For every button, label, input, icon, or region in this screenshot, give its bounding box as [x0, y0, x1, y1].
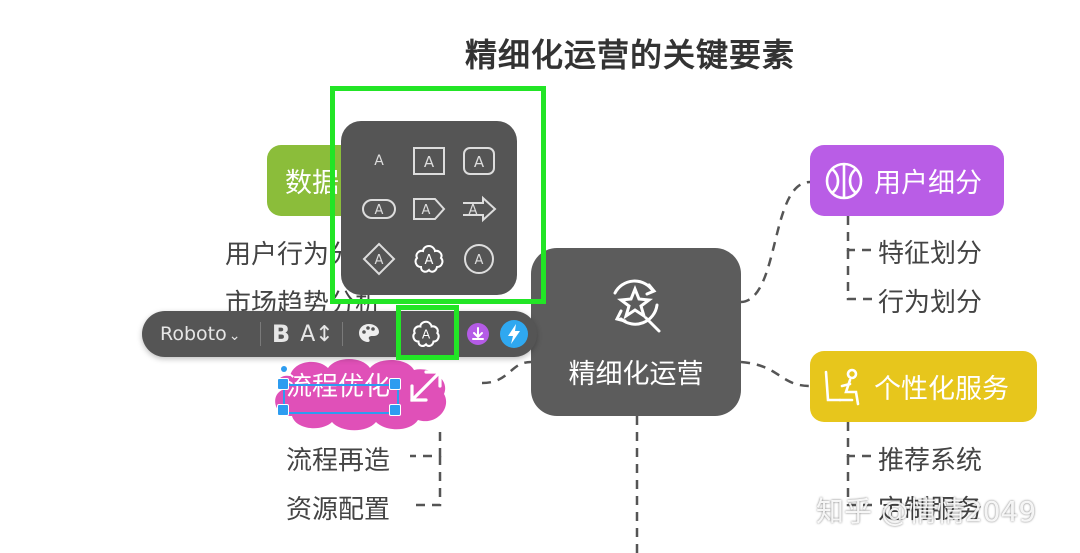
svg-text:A: A [474, 153, 485, 171]
highlight-shape-popup [330, 86, 546, 304]
link-personalized [740, 360, 811, 388]
search-star-icon [601, 273, 671, 342]
bold-button[interactable]: B [271, 320, 291, 348]
svg-text:A: A [469, 203, 478, 218]
central-node[interactable]: 精细化运营 [531, 248, 741, 416]
chevron-down-icon: ⌄ [228, 328, 241, 344]
svg-text:A: A [375, 253, 384, 268]
leaf-resource-allocation[interactable]: 资源配置 [286, 495, 391, 525]
leaf-behavior-division[interactable]: 行为划分 [878, 288, 983, 318]
link-leaf-2 [846, 250, 872, 301]
svg-text:A: A [375, 203, 384, 218]
link-leaf-4 [846, 456, 872, 507]
node-user-segment-label: 用户细分 [874, 168, 982, 199]
link-leaf-5 [410, 432, 442, 458]
link-leaf-1 [846, 216, 872, 252]
shape-cloud[interactable]: A [405, 235, 453, 283]
node-process-label[interactable]: 流程优化 [286, 372, 391, 402]
lightning-icon[interactable] [498, 311, 530, 357]
palette-icon[interactable] [354, 311, 384, 357]
shape-square[interactable]: A [405, 137, 453, 185]
toolbar-divider [342, 322, 343, 346]
shape-cloud-button[interactable]: A [404, 311, 448, 357]
leaf-feature-division[interactable]: 特征划分 [878, 239, 983, 269]
svg-text:A: A [422, 203, 431, 218]
resize-handle-br[interactable] [389, 404, 401, 416]
format-toolbar: Roboto⌄ B A↕ A [142, 311, 537, 357]
shape-arrow[interactable]: A [455, 185, 503, 233]
selection-box [283, 384, 399, 414]
svg-text:A: A [425, 253, 434, 268]
link-leaf-3 [846, 422, 872, 458]
resize-handle-tl[interactable] [277, 378, 289, 390]
link-user-segment [740, 180, 811, 304]
node-personalized-service[interactable]: 个性化服务 [810, 351, 1037, 422]
svg-text:A: A [475, 253, 484, 268]
download-icon[interactable] [464, 311, 492, 357]
link-process [481, 360, 532, 385]
central-node-label: 精细化运营 [568, 359, 704, 390]
link-leaf-6 [410, 456, 442, 507]
shape-rounded-square[interactable]: A [455, 137, 503, 185]
expand-icon[interactable] [404, 364, 448, 412]
leaf-custom-service[interactable]: 定制服务 [878, 495, 983, 525]
shape-picker-popup: A A A A A A A A A [341, 121, 517, 295]
toolbar-divider [260, 322, 261, 346]
font-size-button[interactable]: A↕ [300, 321, 334, 347]
page-title: 精细化运营的关键要素 [464, 36, 795, 74]
watermark: 知乎 @情情2049 [816, 495, 1037, 528]
leaf-process-reengineering[interactable]: 流程再造 [286, 446, 391, 476]
rotate-handle[interactable] [281, 366, 287, 372]
font-selector[interactable]: Roboto⌄ [160, 323, 241, 345]
node-user-segment[interactable]: 用户细分 [810, 145, 1004, 216]
highlight-shape-button [396, 305, 459, 360]
shape-diamond[interactable]: A [355, 235, 403, 283]
leaf-recommendation-system[interactable]: 推荐系统 [878, 446, 983, 476]
node-personalized-service-label: 个性化服务 [874, 374, 1009, 405]
basketball-icon [824, 161, 864, 201]
svg-text:A: A [422, 328, 431, 342]
shape-pill[interactable]: A [355, 185, 403, 233]
resize-handle-tr[interactable] [389, 378, 401, 390]
shape-tag[interactable]: A [405, 185, 453, 233]
person-chair-icon [822, 366, 864, 408]
shape-plain-text[interactable]: A [374, 153, 384, 169]
resize-handle-bl[interactable] [277, 404, 289, 416]
shape-circle[interactable]: A [455, 235, 503, 283]
svg-text:A: A [424, 153, 435, 171]
